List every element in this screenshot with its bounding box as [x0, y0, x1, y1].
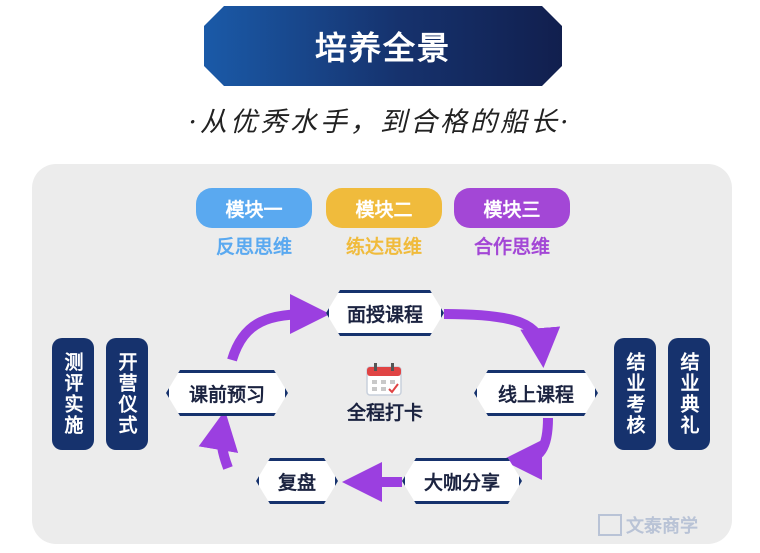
module-1-badge: 模块一	[196, 188, 312, 228]
title-banner: 培养全景	[204, 6, 562, 86]
module-3-subtitle: 合作思维	[473, 236, 550, 258]
step-preview: 课前预习	[166, 370, 288, 416]
module-1-subtitle: 反思思维	[215, 236, 292, 258]
side-assessment: 测评实施	[52, 338, 94, 450]
side-graduation-ceremony: 结业典礼	[668, 338, 710, 450]
watermark-text: 文泰商学	[626, 516, 698, 537]
step-online-course: 线上课程	[474, 370, 598, 416]
center-checkin-label: 全程打卡	[346, 402, 423, 424]
arrow-left-to-top	[227, 294, 330, 362]
arrow-left-to-bottomleft	[198, 410, 239, 470]
calendar-icon	[366, 363, 402, 396]
arrow-top-to-right	[443, 309, 561, 368]
module-2-subtitle: 练达思维	[345, 236, 422, 258]
side-opening-ceremony: 开营仪式	[106, 338, 148, 450]
side-graduation-exam: 结业考核	[614, 338, 656, 450]
arrow-right-to-bottom	[502, 417, 553, 480]
step-face-to-face: 面授课程	[326, 290, 444, 336]
step-review: 复盘	[256, 458, 338, 504]
module-2-badge: 模块二	[326, 188, 442, 228]
step-expert-sharing: 大咖分享	[402, 458, 522, 504]
subtitle: ·从优秀水手，到合格的船长·	[188, 107, 572, 138]
page-title: 培养全景	[314, 29, 451, 67]
watermark: 文泰商学	[598, 512, 698, 538]
module-3-badge: 模块三	[454, 188, 570, 228]
logo-icon	[598, 514, 622, 536]
